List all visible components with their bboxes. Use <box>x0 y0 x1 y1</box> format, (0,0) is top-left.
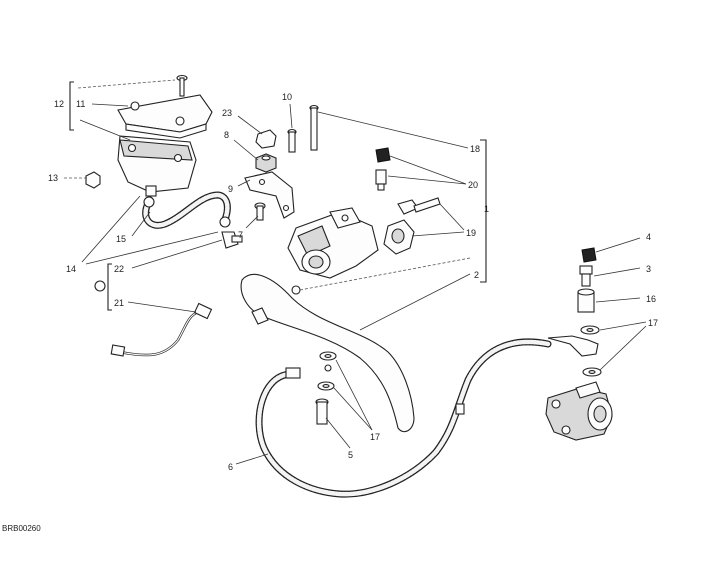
callout-9: 9 <box>228 184 233 194</box>
reservoir-body <box>117 135 197 197</box>
callout-20: 20 <box>468 180 478 190</box>
reservoir-cap <box>117 94 213 139</box>
slave-fitting <box>577 288 595 313</box>
callout-22: 22 <box>114 264 124 274</box>
callout-18: 18 <box>470 144 480 154</box>
switch-wiring <box>94 280 213 357</box>
callout-19: 19 <box>466 228 476 238</box>
clamp-screw <box>397 197 441 215</box>
banjo-washer-lower <box>317 381 335 391</box>
clutch-lever <box>240 273 415 433</box>
clutch-switch-cap <box>375 147 391 163</box>
callout-2: 2 <box>474 270 479 280</box>
bracket-bolt <box>254 202 266 221</box>
bleeder-cap <box>581 247 597 263</box>
bracket-screw <box>287 128 297 153</box>
clutch-switch <box>375 169 387 191</box>
long-clamp-screw <box>309 104 319 151</box>
banjo-washer-upper <box>319 351 337 361</box>
callout-21: 21 <box>114 298 124 308</box>
callout-1: 1 <box>484 204 489 214</box>
clutch-master-cylinder <box>287 207 379 279</box>
callout-10: 10 <box>282 92 292 102</box>
callout-14: 14 <box>66 264 76 274</box>
leader-lines <box>64 79 647 465</box>
callout-17-lever: 17 <box>370 432 380 442</box>
callout-labels: 1 2 3 4 5 6 7 8 9 10 11 12 13 14 15 16 1… <box>2 92 658 533</box>
callout-23: 23 <box>222 108 232 118</box>
hose-fitting <box>221 231 243 249</box>
reservoir-nut <box>85 171 101 189</box>
clutch-hose <box>255 335 599 498</box>
reservoir-bracket <box>244 171 295 219</box>
callout-11: 11 <box>76 99 85 109</box>
callout-12: 12 <box>54 99 64 109</box>
bleeder-valve <box>579 265 593 287</box>
callout-7: 7 <box>238 230 243 240</box>
bracket-nut <box>255 153 277 173</box>
slave-washer-lower <box>582 367 602 377</box>
slave-washer-upper <box>580 325 600 335</box>
clutch-slave-cylinder <box>545 381 613 441</box>
callout-13: 13 <box>48 173 58 183</box>
callout-4: 4 <box>646 232 651 242</box>
callout-5: 5 <box>348 450 353 460</box>
callout-17-slave: 17 <box>648 318 658 328</box>
callout-8: 8 <box>224 130 229 140</box>
drawing-code: BRB00260 <box>2 524 41 533</box>
reservoir-hose <box>142 191 231 229</box>
handlebar-clamp <box>383 219 415 255</box>
callout-6: 6 <box>228 462 233 472</box>
callout-3: 3 <box>646 264 651 274</box>
callout-16: 16 <box>646 294 656 304</box>
rubber-cap <box>255 129 277 149</box>
cap-screw <box>176 74 188 97</box>
banjo-bolt <box>315 398 329 425</box>
callout-15: 15 <box>116 234 126 244</box>
